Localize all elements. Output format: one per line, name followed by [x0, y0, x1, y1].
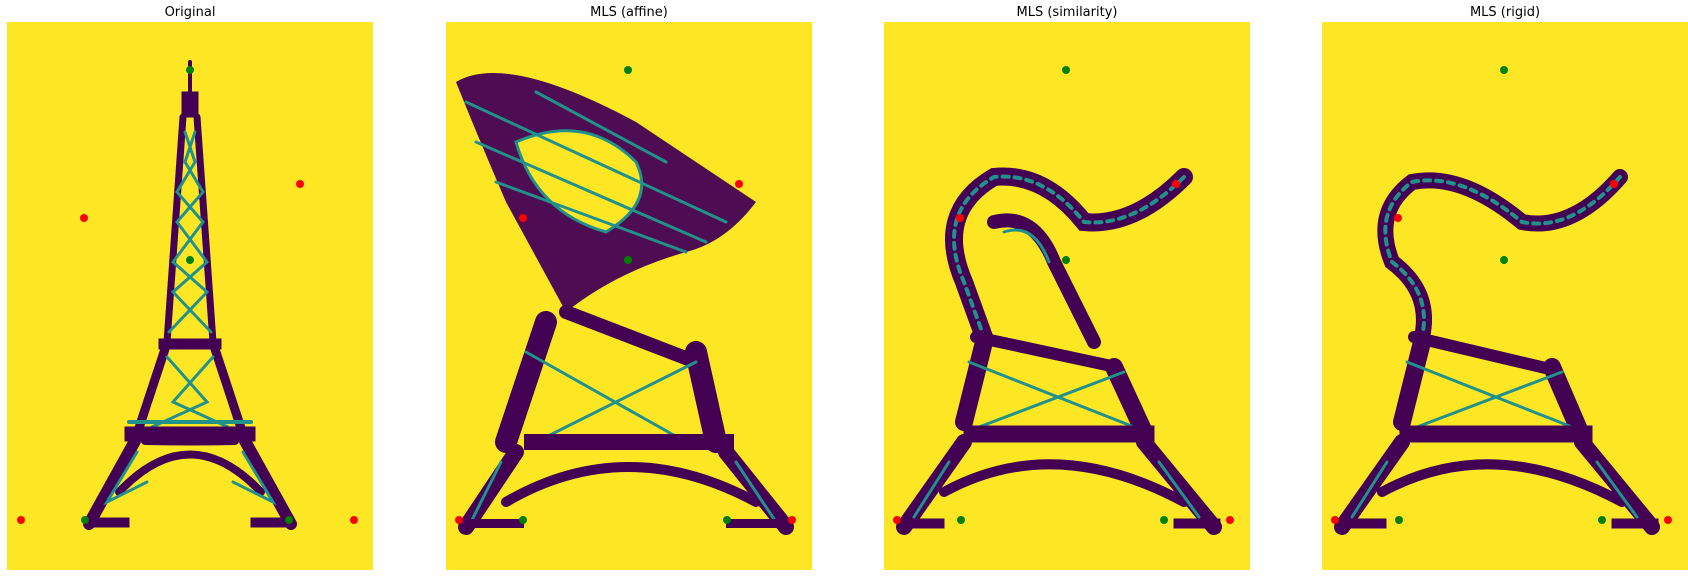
panel-similarity: MLS (similarity)	[884, 0, 1250, 576]
control-points	[455, 66, 796, 524]
panel-title: Original	[164, 5, 216, 20]
image-original	[7, 22, 373, 570]
image-affine	[446, 22, 812, 570]
image-similarity	[884, 22, 1250, 570]
panel-title: MLS (rigid)	[1469, 5, 1541, 20]
image-rigid	[1322, 22, 1688, 570]
eiffel-tower	[83, 60, 297, 530]
panel-title: MLS (affine)	[590, 5, 668, 20]
warped-tower	[456, 73, 794, 535]
panel-rigid: MLS (rigid)	[1322, 0, 1688, 576]
control-points	[17, 66, 358, 524]
control-points	[1331, 66, 1672, 524]
panel-original: Original	[7, 0, 373, 576]
control-points	[893, 66, 1234, 524]
panel-affine: MLS (affine)	[446, 0, 812, 576]
panel-title: MLS (similarity)	[1016, 5, 1118, 20]
warped-tower	[1334, 169, 1660, 535]
warped-tower	[896, 167, 1222, 535]
